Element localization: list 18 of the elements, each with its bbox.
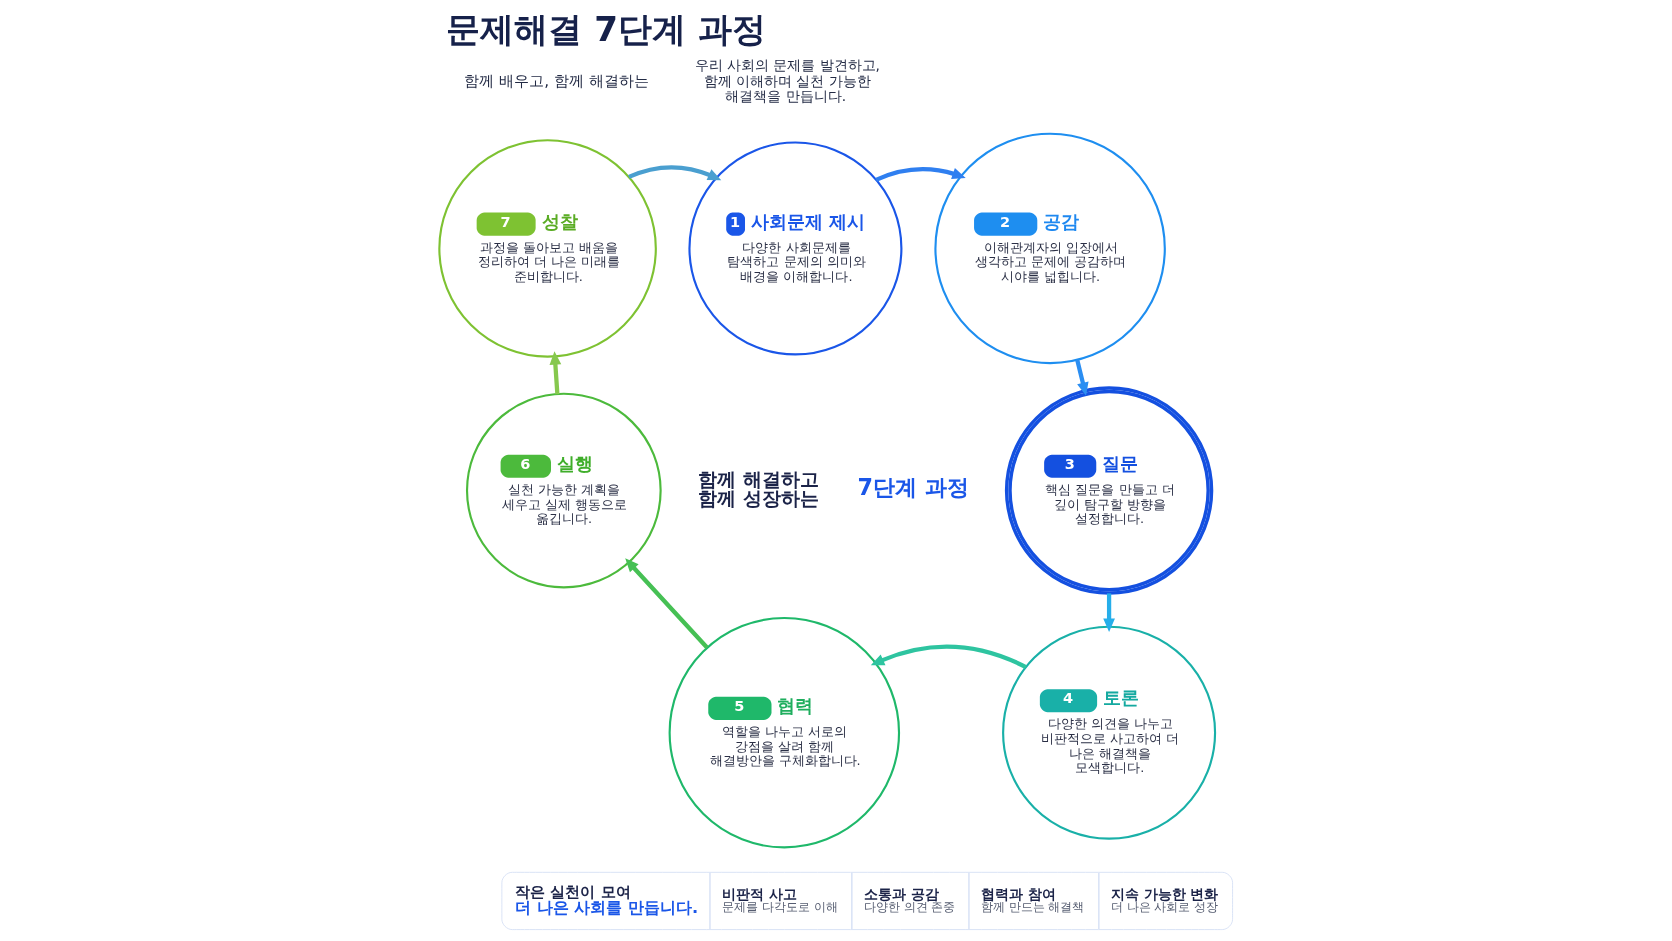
node-circle: 5 협력 역할을 나누고 서로의 강점을 살려 함께 해결방안을 구체화합니다. xyxy=(668,616,901,849)
arrow xyxy=(870,644,1027,669)
arrow xyxy=(549,351,562,395)
arrow xyxy=(1075,359,1089,396)
label: 우리 사회의 문제를 발견하고, 함께 이해하며 실천 가능한 해결책을 만듭니다. xyxy=(694,57,880,104)
node-circle: 4 토론 다양한 의견을 나누고 비판적으로 사고하여 더 나은 해결책을 모색합니다. xyxy=(1002,625,1217,840)
arrow xyxy=(625,558,709,649)
arrow xyxy=(1103,593,1115,632)
arrow xyxy=(875,167,966,182)
node-circle: 1 사회문제 제시 다양한 사회문제를 탐색하고 문제의 의미와 배경을 이해합니다. xyxy=(688,141,903,356)
node-circle: 2 공감 이해관계자의 입장에서 생각하고 문제에 공감하며 시야를 넓힙니다. xyxy=(934,132,1166,365)
diagram-title: 문제해결 7단계 과정 xyxy=(446,9,766,50)
node-circle: 7 성찰 과정을 돌아보고 배움을 정리하여 더 나은 미래를 준비합니다. xyxy=(438,139,657,358)
node-circle: 6 실행 실천 가능한 계획을 세우고 실제 행동으로 옮깁니다. xyxy=(465,392,662,589)
label: 함께 해결하고 함께 성장하는 xyxy=(698,468,819,509)
label: 7단계 과정 xyxy=(857,474,969,501)
label: 함께 배우고, 함께 해결하는 xyxy=(464,72,649,91)
arrow xyxy=(628,165,722,181)
